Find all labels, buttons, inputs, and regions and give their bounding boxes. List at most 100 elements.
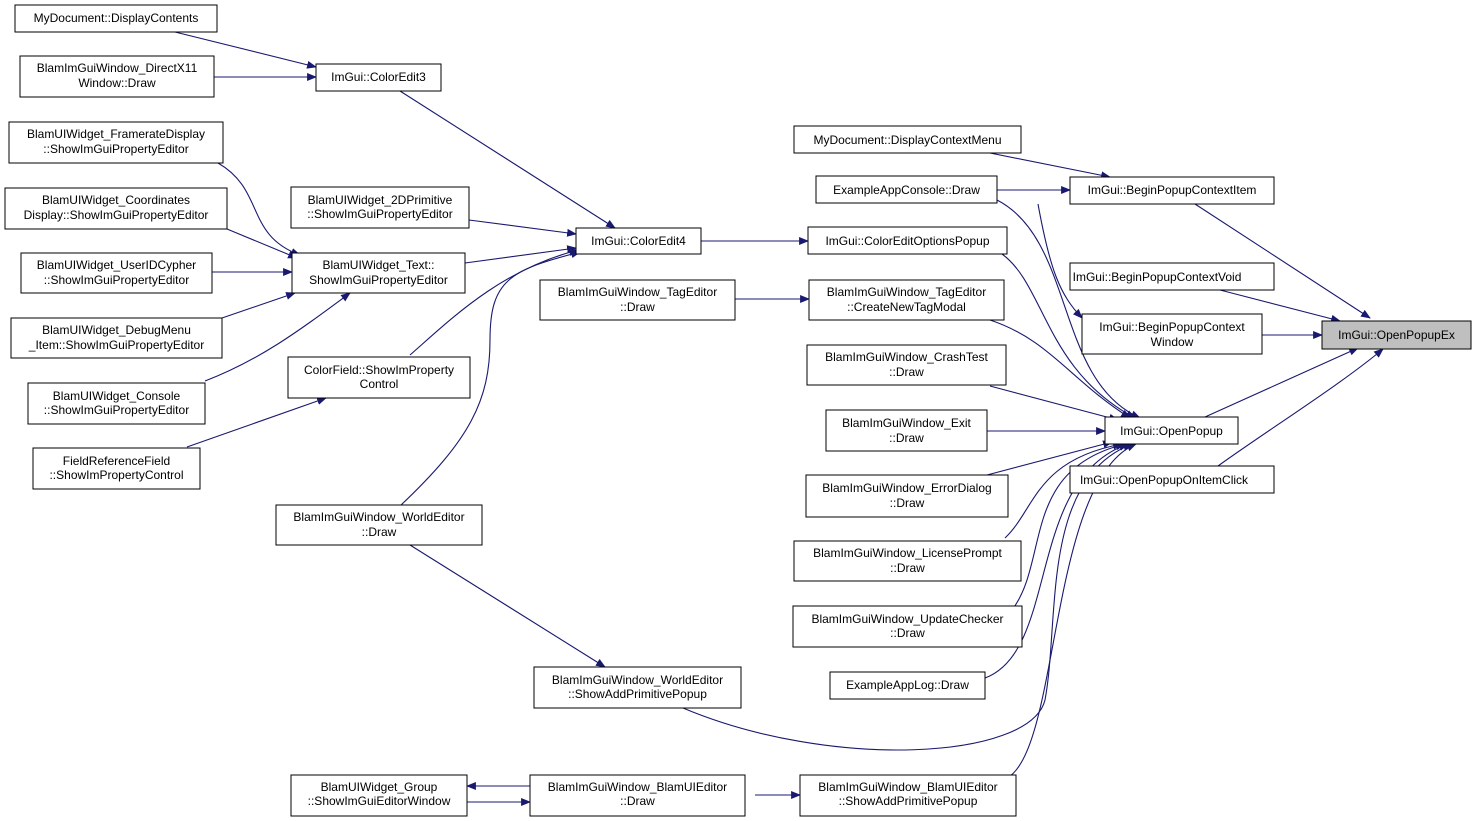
edge-console-to-textwidget [204,292,351,382]
node-label: BlamImGuiWindow_WorldEditor [293,510,464,524]
node-licenseprompt-draw[interactable]: BlamImGuiWindow_LicensePrompt ::Draw [793,540,1022,582]
node-label: ImGui::OpenPopupEx [1338,328,1455,342]
node-label: ImGui::OpenPopupOnItemClick [1080,473,1249,487]
node-coloreditoptionspopup[interactable]: ImGui::ColorEditOptionsPopup [807,226,1008,255]
node-openpopup[interactable]: ImGui::OpenPopup [1104,416,1239,445]
node-label: BlamUIWidget_Text:: [322,258,434,272]
node-label: ::Draw [620,794,655,808]
node-label: _Item::ShowImGuiPropertyEditor [28,338,204,352]
edge-consoledraw-to-beginpopupcontextwindow [1037,203,1083,319]
node-label: BlamUIWidget_UserIDCypher [37,258,196,272]
node-label: BlamImGuiWindow_LicensePrompt [813,546,1002,560]
node-label: Control [360,377,399,391]
node-label: ImGui::ColorEditOptionsPopup [825,234,989,248]
node-fieldreferencefield[interactable]: FieldReferenceField ::ShowImPropertyCont… [32,447,201,490]
node-debugmenu-item[interactable]: BlamUIWidget_DebugMenu _Item::ShowImGuiP… [10,317,223,359]
node-coordinatesdisplay[interactable]: BlamUIWidget_Coordinates Display::ShowIm… [4,187,228,230]
node-exampleappconsole-draw[interactable]: ExampleAppConsole::Draw [815,175,998,204]
node-coloredit3[interactable]: ImGui::ColorEdit3 [315,63,442,92]
edge-worldeditorshowadd-to-openpopup [682,443,1133,751]
node-label: ::Draw [620,300,655,314]
node-label: MyDocument::DisplayContextMenu [813,133,1001,147]
edge-coloredit3-to-coloredit4 [399,90,616,229]
node-beginpopupcontextwindow[interactable]: ImGui::BeginPopupContext Window [1081,313,1263,355]
node-label: ::Draw [890,626,925,640]
node-frameratedisplay[interactable]: BlamUIWidget_FramerateDisplay ::ShowImGu… [8,121,224,164]
node-label: ::Draw [362,525,397,539]
node-displaycontents[interactable]: MyDocument::DisplayContents [14,4,218,33]
node-label: Display::ShowImGuiPropertyEditor [24,208,209,222]
node-label: ImGui::BeginPopupContextVoid [1073,270,1242,284]
node-exit-draw[interactable]: BlamImGuiWindow_Exit ::Draw [825,409,988,452]
node-beginpopupcontextvoid[interactable]: ImGui::BeginPopupContextVoid [1069,262,1275,291]
node-label: ::ShowImGuiEditorWindow [308,794,451,808]
node-label: ::ShowImGuiPropertyEditor [44,273,189,287]
node-label: ShowImGuiPropertyEditor [309,273,448,287]
edge-errordialog-to-openpopup [986,440,1113,476]
node-tageditor-draw[interactable]: BlamImGuiWindow_TagEditor ::Draw [539,279,736,321]
node-label: Window [1151,335,1194,349]
node-label: ::Draw [890,496,925,510]
node-directx11-draw[interactable]: BlamImGuiWindow_DirectX11 Window::Draw [19,55,215,98]
node-label: BlamImGuiWindow_TagEditor [827,285,986,299]
edge-debugmenu-to-textwidget [221,292,296,319]
node-group-showimguieditorwindow[interactable]: BlamUIWidget_Group ::ShowImGuiEditorWind… [290,774,468,817]
node-crashtest-draw[interactable]: BlamImGuiWindow_CrashTest ::Draw [806,344,1007,386]
node-openpopupex[interactable]: ImGui::OpenPopupEx [1321,320,1472,350]
node-beginpopupcontextitem[interactable]: ImGui::BeginPopupContextItem [1069,176,1275,205]
edge-2dprimitive-to-coloredit4 [468,219,577,237]
node-label: FieldReferenceField [63,454,170,468]
node-blamuieditor-showaddprimitivepopup[interactable]: BlamImGuiWindow_BlamUIEditor ::ShowAddPr… [799,774,1017,817]
edge-worldeditordraw-to-coloredit4 [399,250,581,507]
edge-crashtest-to-openpopup [989,385,1119,422]
node-worldeditor-showaddprimitivepopup[interactable]: BlamImGuiWindow_WorldEditor ::ShowAddPri… [533,666,742,709]
node-label: ImGui::BeginPopupContext [1099,320,1245,334]
node-label: BlamUIWidget_2DPrimitive [308,193,453,207]
edge-applog-to-openpopup [984,443,1129,679]
node-label: BlamImGuiWindow_ErrorDialog [822,481,991,495]
node-textwidget[interactable]: BlamUIWidget_Text:: ShowImGuiPropertyEdi… [291,252,466,294]
node-exampleapplog-draw[interactable]: ExampleAppLog::Draw [829,671,986,700]
edge-openpopup-to-openpopupex [1204,347,1359,418]
node-worldeditor-draw[interactable]: BlamImGuiWindow_WorldEditor ::Draw [275,504,483,546]
node-consolewidget[interactable]: BlamUIWidget_Console ::ShowImGuiProperty… [27,382,206,425]
edge-coloreditoptions-to-openpopup [1001,253,1136,419]
node-label: ::ShowImPropertyControl [49,468,183,482]
node-openpopuponitemclick[interactable]: ImGui::OpenPopupOnItemClick [1069,465,1275,494]
edge-beginpopupcontextitem-to-openpopupex [1194,203,1371,319]
edge-updatechecker-to-openpopup [1011,442,1126,611]
node-blamuieditor-draw[interactable]: BlamImGuiWindow_BlamUIEditor ::Draw [529,774,746,817]
node-label: ::ShowAddPrimitivePopup [839,794,978,808]
node-displaycontextmenu[interactable]: MyDocument::DisplayContextMenu [793,125,1022,154]
node-label: BlamUIWidget_FramerateDisplay [27,127,205,141]
edge-openpopuponitemclick-to-openpopupex [1217,348,1384,467]
node-label: BlamImGuiWindow_TagEditor [558,285,717,299]
node-label: BlamUIWidget_DebugMenu [42,323,191,337]
edge-licenseprompt-to-openpopup [1004,441,1123,539]
node-label: ImGui::ColorEdit3 [331,70,426,84]
node-label: ::ShowImGuiPropertyEditor [44,403,189,417]
node-label: ::ShowImGuiPropertyEditor [307,207,452,221]
node-label: BlamImGuiWindow_DirectX11 [37,61,198,75]
node-label: Window::Draw [78,76,156,90]
node-createnewtagmodal[interactable]: BlamImGuiWindow_TagEditor ::CreateNewTag… [808,279,1005,321]
node-coloredit4[interactable]: ImGui::ColorEdit4 [575,227,702,255]
node-useridcypher[interactable]: BlamUIWidget_UserIDCypher ::ShowImGuiPro… [20,252,213,294]
node-label: BlamUIWidget_Group [321,780,438,794]
node-updatechecker-draw[interactable]: BlamImGuiWindow_UpdateChecker ::Draw [792,605,1023,648]
node-errordialog-draw[interactable]: BlamImGuiWindow_ErrorDialog ::Draw [805,474,1009,518]
node-label: ::CreateNewTagModal [847,300,966,314]
edge-displaycontents-to-coloredit3 [174,31,317,69]
node-2dprimitive[interactable]: BlamUIWidget_2DPrimitive ::ShowImGuiProp… [290,186,470,229]
edge-worldeditordraw-to-showadd [409,544,606,668]
node-colorfield[interactable]: ColorField::ShowImProperty Control [287,356,471,399]
node-label: ::ShowImGuiPropertyEditor [43,142,188,156]
node-label: ::Draw [890,561,925,575]
node-label: ColorField::ShowImProperty [304,363,454,377]
node-label: BlamImGuiWindow_Exit [842,416,971,430]
node-label: ExampleAppConsole::Draw [833,183,980,197]
edge-colorfield-to-coloredit4 [409,248,579,356]
node-label: ExampleAppLog::Draw [846,678,969,692]
